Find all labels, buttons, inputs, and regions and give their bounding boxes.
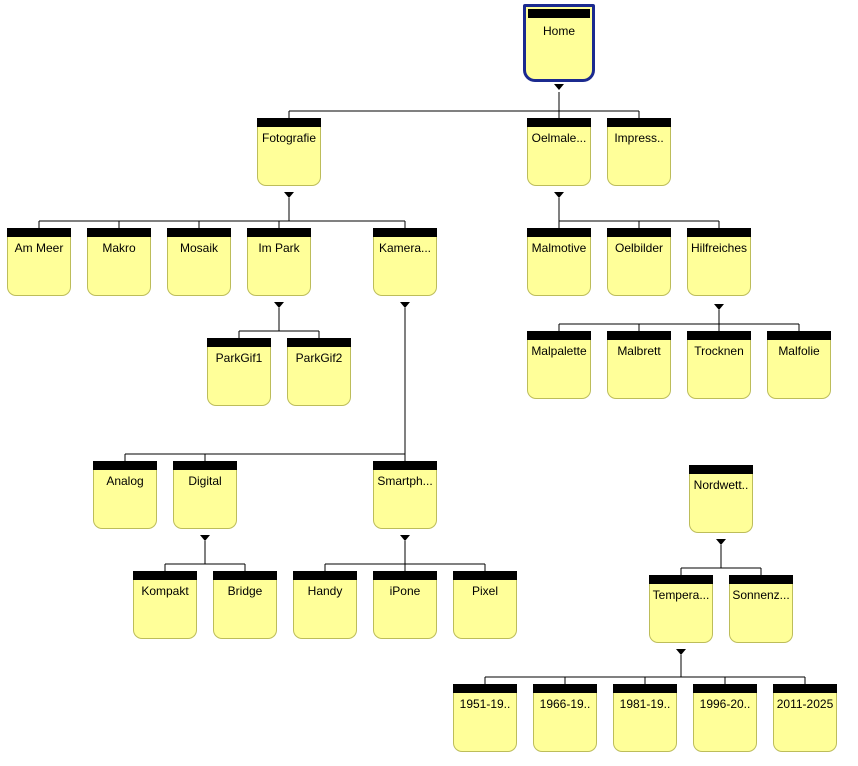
node-analog[interactable]: Analog xyxy=(93,461,157,529)
node-parkgif1[interactable]: ParkGif1 xyxy=(207,338,271,406)
node-2011[interactable]: 2011-2025 xyxy=(773,684,837,752)
node-trocknen[interactable]: Trocknen xyxy=(687,331,751,399)
expand-arrow-icon[interactable] xyxy=(400,302,410,308)
node-home[interactable]: Home xyxy=(523,4,595,82)
node-kamera[interactable]: Kamera... xyxy=(373,228,437,296)
expand-arrow-icon[interactable] xyxy=(554,192,564,198)
node-label: 1996-20.. xyxy=(699,697,751,711)
expand-arrow-icon[interactable] xyxy=(714,304,724,310)
node-fotografie[interactable]: Fotografie xyxy=(257,118,321,186)
node-1951[interactable]: 1951-19.. xyxy=(453,684,517,752)
node-label: Analog xyxy=(106,474,144,488)
node-makro[interactable]: Makro xyxy=(87,228,151,296)
node-label: Oelbilder xyxy=(614,241,664,255)
node-label: Handy xyxy=(307,584,343,598)
node-label: ParkGif1 xyxy=(215,351,263,365)
expand-arrow-icon[interactable] xyxy=(274,302,284,308)
node-1996[interactable]: 1996-20.. xyxy=(693,684,757,752)
node-malfolie[interactable]: Malfolie xyxy=(767,331,831,399)
node-malmotive[interactable]: Malmotive xyxy=(527,228,591,296)
node-label: 2011-2025 xyxy=(776,697,834,711)
node-kompakt[interactable]: Kompakt xyxy=(133,571,197,639)
node-label: Kompakt xyxy=(141,584,189,598)
node-label: Smartph... xyxy=(377,474,433,488)
expand-arrow-icon[interactable] xyxy=(716,539,726,545)
node-label: Malfolie xyxy=(778,344,820,358)
node-bridge[interactable]: Bridge xyxy=(213,571,277,639)
node-label: Home xyxy=(542,24,575,38)
node-malpalette[interactable]: Malpalette xyxy=(527,331,591,399)
node-label: iPone xyxy=(389,584,421,598)
node-handy[interactable]: Handy xyxy=(293,571,357,639)
node-parkgif2[interactable]: ParkGif2 xyxy=(287,338,351,406)
node-1966[interactable]: 1966-19.. xyxy=(533,684,597,752)
node-label: Malpalette xyxy=(531,344,587,358)
node-iphone[interactable]: iPone xyxy=(373,571,437,639)
node-sonnenzeit[interactable]: Sonnenz... xyxy=(729,575,793,643)
node-im-park[interactable]: Im Park xyxy=(247,228,311,296)
node-oelmalerei[interactable]: Oelmale... xyxy=(527,118,591,186)
node-impress[interactable]: Impress.. xyxy=(607,118,671,186)
node-label: Oelmale... xyxy=(531,131,587,145)
expand-arrow-icon[interactable] xyxy=(200,535,210,541)
node-1981[interactable]: 1981-19.. xyxy=(613,684,677,752)
node-nordwetter[interactable]: Nordwett.. xyxy=(689,465,753,533)
expand-arrow-icon[interactable] xyxy=(400,535,410,541)
node-label: Makro xyxy=(102,241,136,255)
node-label: 1966-19.. xyxy=(539,697,591,711)
node-label: Am Meer xyxy=(14,241,64,255)
node-pixel[interactable]: Pixel xyxy=(453,571,517,639)
node-label: Impress.. xyxy=(614,131,664,145)
node-label: Hilfreiches xyxy=(690,241,747,255)
node-label: Im Park xyxy=(258,241,300,255)
node-label: Kamera... xyxy=(378,241,432,255)
node-malbrett[interactable]: Malbrett xyxy=(607,331,671,399)
node-label: 1951-19.. xyxy=(459,697,511,711)
node-label: Nordwett.. xyxy=(693,478,749,492)
node-label: Pixel xyxy=(471,584,498,598)
node-digital[interactable]: Digital xyxy=(173,461,237,529)
node-oelbilder[interactable]: Oelbilder xyxy=(607,228,671,296)
node-label: 1981-19.. xyxy=(619,697,671,711)
node-label: Trocknen xyxy=(694,344,744,358)
expand-arrow-icon[interactable] xyxy=(554,84,564,90)
expand-arrow-icon[interactable] xyxy=(284,192,294,198)
node-label: Malmotive xyxy=(531,241,587,255)
node-hilfreiches[interactable]: Hilfreiches xyxy=(687,228,751,296)
node-label: ParkGif2 xyxy=(295,351,343,365)
node-label: Fotografie xyxy=(261,131,317,145)
node-mosaik[interactable]: Mosaik xyxy=(167,228,231,296)
expand-arrow-icon[interactable] xyxy=(676,649,686,655)
node-label: Mosaik xyxy=(179,241,218,255)
node-label: Malbrett xyxy=(617,344,661,358)
node-label: Digital xyxy=(188,474,222,488)
node-label: Tempera... xyxy=(652,588,710,602)
node-am-meer[interactable]: Am Meer xyxy=(7,228,71,296)
node-label: Sonnenz... xyxy=(732,588,790,602)
node-temperatur[interactable]: Tempera... xyxy=(649,575,713,643)
node-smartphone[interactable]: Smartph... xyxy=(373,461,437,529)
node-label: Bridge xyxy=(227,584,263,598)
